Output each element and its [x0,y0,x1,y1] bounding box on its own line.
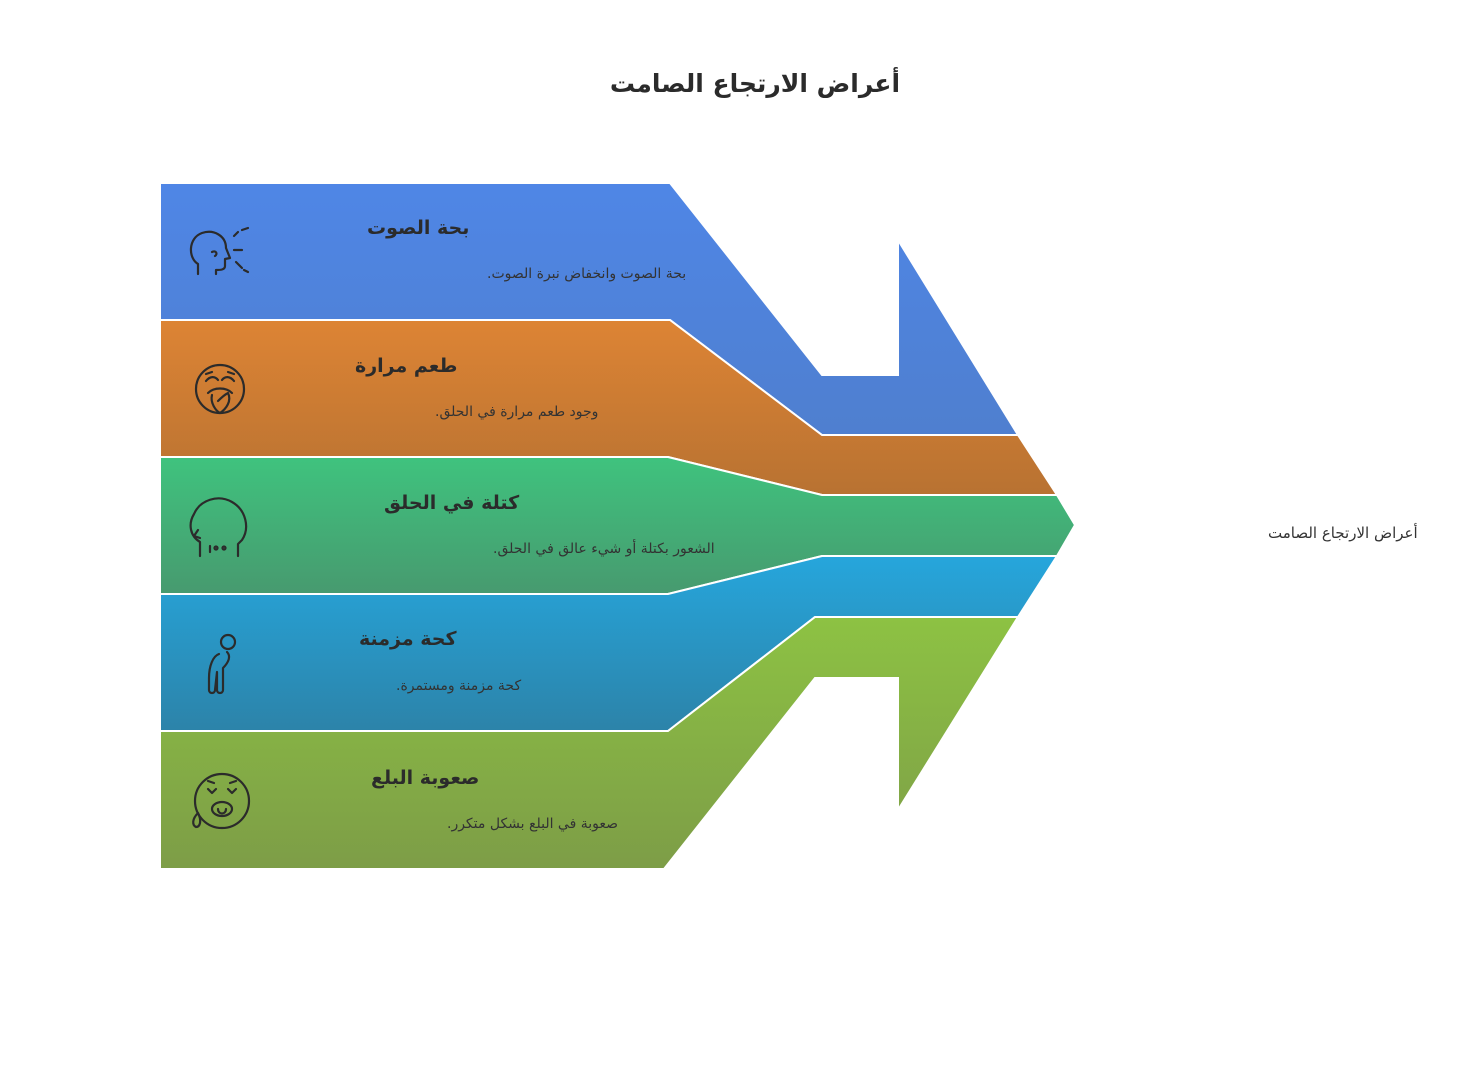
page-title: أعراض الارتجاع الصامت [610,67,900,99]
band-4-desc: صعوبة في البلع بشكل متكرر. [447,816,618,832]
band-2-title: كتلة في الحلق [384,492,520,514]
band-4-title: صعوبة البلع [371,767,479,789]
band-1-desc: وجود طعم مرارة في الحلق. [435,404,598,420]
band-2-desc: الشعور بكتلة أو شيء عالق في الحلق. [493,539,715,557]
coughing-person-icon [207,633,237,695]
band-0-desc: بحة الصوت وانخفاض نبرة الصوت. [487,266,686,282]
voice-speaking-icon [189,226,250,276]
band-4-shape [159,616,1020,870]
band-3-title: كحة مزمنة [359,628,457,650]
disgusted-face-icon [194,363,246,415]
throat-head-icon [189,497,248,558]
band-0-title: بحة الصوت [367,217,469,239]
band-1-title: طعم مرارة [355,355,457,377]
side-label: أعراض الارتجاع الصامت [1268,523,1418,542]
sick-face-icon [192,772,251,830]
band-3-desc: كحة مزمنة ومستمرة. [396,678,521,694]
